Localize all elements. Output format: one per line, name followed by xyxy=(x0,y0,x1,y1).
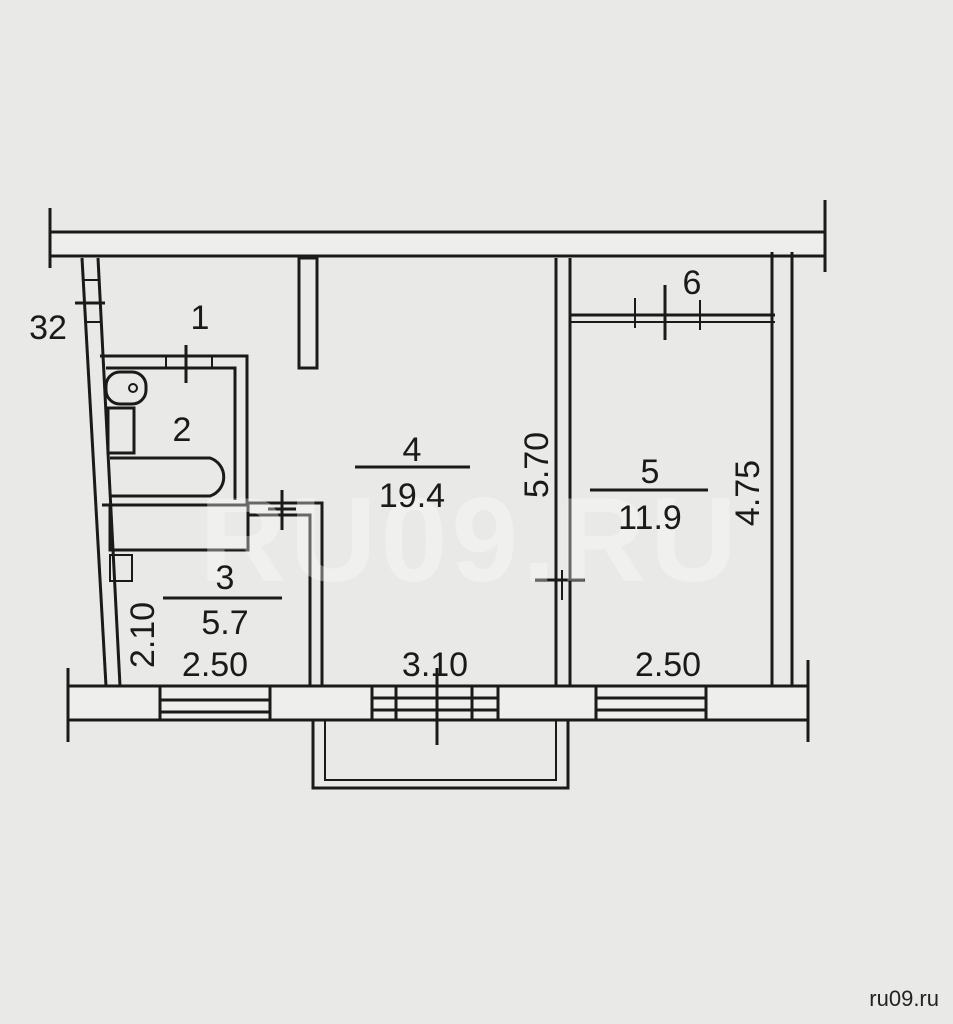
dim-room4-width: 3.10 xyxy=(402,648,468,682)
dim-room5-depth: 4.75 xyxy=(731,460,765,526)
left-wall xyxy=(75,258,120,686)
dim-corridor-width: 32 xyxy=(29,311,67,345)
stub-wall xyxy=(299,258,317,368)
room-5-number: 5 xyxy=(641,455,660,489)
top-wall xyxy=(50,200,825,272)
toilet-icon xyxy=(106,372,146,404)
room-1-number: 1 xyxy=(191,301,210,335)
closet-6 xyxy=(570,285,775,340)
room-5-area: 11.9 xyxy=(618,501,682,535)
room-6-number: 6 xyxy=(683,266,702,300)
site-watermark: ru09.ru xyxy=(869,986,939,1012)
room-3-area: 5.7 xyxy=(201,606,248,640)
dim-room3-depth: 2.10 xyxy=(126,602,160,668)
window-1 xyxy=(160,686,270,720)
room-4-number: 4 xyxy=(403,433,422,467)
right-wall xyxy=(772,252,792,686)
room-3-number: 3 xyxy=(216,561,235,595)
dim-room3-width: 2.50 xyxy=(182,648,248,682)
dim-room5-width: 2.50 xyxy=(635,648,701,682)
balcony xyxy=(313,720,568,788)
sink-icon xyxy=(108,408,134,453)
room-4-area: 19.4 xyxy=(379,479,445,513)
window-3 xyxy=(596,686,706,720)
watermark: RU09.RU xyxy=(199,471,740,609)
room-2-number: 2 xyxy=(173,413,192,447)
dim-room4-depth: 5.70 xyxy=(520,432,554,498)
